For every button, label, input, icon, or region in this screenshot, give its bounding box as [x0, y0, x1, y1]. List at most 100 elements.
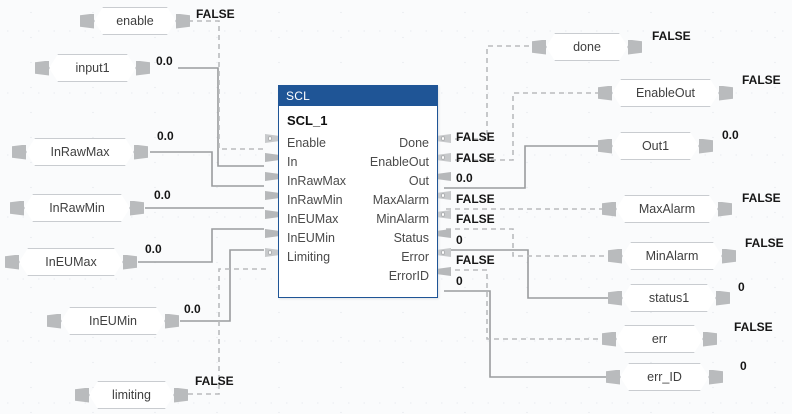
output-tag-value-maxalarm: FALSE: [742, 191, 781, 205]
input-tag-label-ineumax: InEUMax: [45, 255, 97, 269]
pin-value-maxalarm: FALSE: [456, 192, 495, 206]
input-tag-label-input1: input1: [75, 61, 110, 75]
input-tag-inrawmax[interactable]: InRawMax: [12, 138, 148, 166]
input-tag-value-inrawmax: 0.0: [157, 129, 174, 143]
output-tag-label-out1: Out1: [641, 139, 670, 153]
tag-connector-right-icon: [130, 200, 144, 216]
output-pin-error[interactable]: [438, 248, 451, 257]
input-tag-limiting[interactable]: limiting: [75, 381, 188, 409]
output-tag-label-maxalarm: MaxAlarm: [638, 202, 696, 216]
tag-connector-right-icon: [718, 201, 732, 217]
input-tag-label-limiting: limiting: [112, 388, 151, 402]
input-pin-inrawmin[interactable]: [265, 191, 278, 200]
output-pin-label-maxalarm: MaxAlarm: [372, 193, 429, 207]
input-pin-label-ineumin: InEUMin: [287, 231, 335, 245]
output-pin-out[interactable]: [438, 172, 451, 181]
output-tag-value-minalarm: FALSE: [745, 236, 784, 250]
output-pin-label-out: Out: [408, 174, 429, 188]
tag-connector-left-icon: [10, 200, 24, 216]
output-pin-label-errorid: ErrorID: [388, 269, 429, 283]
output-pin-done[interactable]: [438, 134, 451, 143]
pin-value-out: 0.0: [456, 171, 473, 185]
tag-connector-left-icon: [80, 13, 94, 29]
input-pin-limiting[interactable]: [265, 248, 278, 257]
tag-connector-left-icon: [606, 369, 620, 385]
tag-connector-left-icon: [532, 39, 546, 55]
pin-row-2: InRawMax Out: [265, 172, 451, 191]
tag-connector-left-icon: [47, 313, 61, 329]
input-tag-label-enable: enable: [116, 14, 154, 28]
tag-connector-right-icon: [174, 387, 188, 403]
tag-connector-left-icon: [608, 248, 622, 264]
output-tag-done[interactable]: done: [532, 33, 642, 61]
block-pin-rows: Enable Done In EnableOut InRawMax Out In…: [265, 134, 451, 286]
pin-row-0: Enable Done: [265, 134, 451, 153]
tag-connector-right-icon: [628, 39, 642, 55]
input-pin-inrawmax[interactable]: [265, 172, 278, 181]
output-tag-err[interactable]: err: [602, 325, 717, 353]
input-tag-value-enable: FALSE: [196, 7, 235, 21]
input-tag-input1[interactable]: input1: [35, 54, 150, 82]
output-tag-out1[interactable]: Out1: [598, 132, 713, 160]
tag-connector-right-icon: [703, 331, 717, 347]
output-pin-enableout[interactable]: [438, 153, 451, 162]
tag-connector-right-icon: [165, 313, 179, 329]
pin-row-6: Limiting Error: [265, 248, 451, 267]
tag-connector-right-icon: [699, 138, 713, 154]
input-tag-value-inrawmin: 0.0: [154, 188, 171, 202]
output-tag-label-err: err: [651, 332, 668, 346]
tag-connector-left-icon: [608, 290, 622, 306]
pin-row-1: In EnableOut: [265, 153, 451, 172]
tag-connector-right-icon: [719, 85, 733, 101]
output-pin-label-done: Done: [399, 136, 429, 150]
output-pin-errorid[interactable]: [438, 267, 451, 276]
output-pin-minalarm[interactable]: [438, 210, 451, 219]
tag-connector-right-icon: [123, 254, 137, 270]
pin-row-7: ErrorID: [279, 267, 451, 286]
output-tag-err-id[interactable]: err_ID: [606, 363, 723, 391]
input-tag-ineumin[interactable]: InEUMin: [47, 307, 179, 335]
pin-value-error: FALSE: [456, 253, 495, 267]
output-pin-maxalarm[interactable]: [438, 191, 451, 200]
input-tag-inrawmin[interactable]: InRawMin: [10, 194, 144, 222]
input-tag-enable[interactable]: enable: [80, 7, 190, 35]
output-pin-label-minalarm: MinAlarm: [376, 212, 429, 226]
tag-connector-right-icon: [709, 369, 723, 385]
input-pin-in[interactable]: [265, 153, 278, 162]
pin-value-errorid: 0: [456, 274, 463, 288]
pin-value-enableout: FALSE: [456, 151, 495, 165]
output-tag-enableout[interactable]: EnableOut: [598, 79, 733, 107]
output-tag-status1[interactable]: status1: [608, 284, 730, 312]
pin-row-4: InEUMax MinAlarm: [265, 210, 451, 229]
input-tag-value-ineumax: 0.0: [145, 242, 162, 256]
pin-value-done: FALSE: [456, 130, 495, 144]
block-type-label: SCL: [279, 86, 437, 106]
function-block-scl[interactable]: SCL SCL_1 Enable Done In EnableOut InRaw…: [265, 85, 451, 298]
output-tag-minalarm[interactable]: MinAlarm: [608, 242, 736, 270]
tag-connector-right-icon: [176, 13, 190, 29]
tag-connector-right-icon: [716, 290, 730, 306]
output-tag-value-enableout: FALSE: [742, 73, 781, 87]
output-tag-label-status1: status1: [648, 291, 690, 305]
output-pin-status[interactable]: [438, 229, 451, 238]
output-tag-label-done: done: [573, 40, 601, 54]
output-tag-value-out1: 0.0: [722, 128, 739, 142]
tag-connector-left-icon: [602, 201, 616, 217]
input-pin-ineumax[interactable]: [265, 210, 278, 219]
output-tag-label-minalarm: MinAlarm: [645, 249, 699, 263]
output-tag-value-err: FALSE: [734, 320, 773, 334]
pin-value-minalarm: FALSE: [456, 212, 495, 226]
input-tag-label-ineumin: InEUMin: [89, 314, 137, 328]
input-tag-label-inrawmax: InRawMax: [50, 145, 110, 159]
input-pin-label-in: In: [287, 155, 298, 169]
input-pin-enable[interactable]: [265, 134, 278, 143]
input-tag-label-inrawmin: InRawMin: [49, 201, 105, 215]
output-tag-maxalarm[interactable]: MaxAlarm: [602, 195, 732, 223]
input-pin-ineumin[interactable]: [265, 229, 278, 238]
input-tag-ineumax[interactable]: InEUMax: [5, 248, 137, 276]
tag-connector-left-icon: [35, 60, 49, 76]
pin-value-status: 0: [456, 233, 463, 247]
output-pin-label-enableout: EnableOut: [369, 155, 429, 169]
tag-connector-left-icon: [5, 254, 19, 270]
